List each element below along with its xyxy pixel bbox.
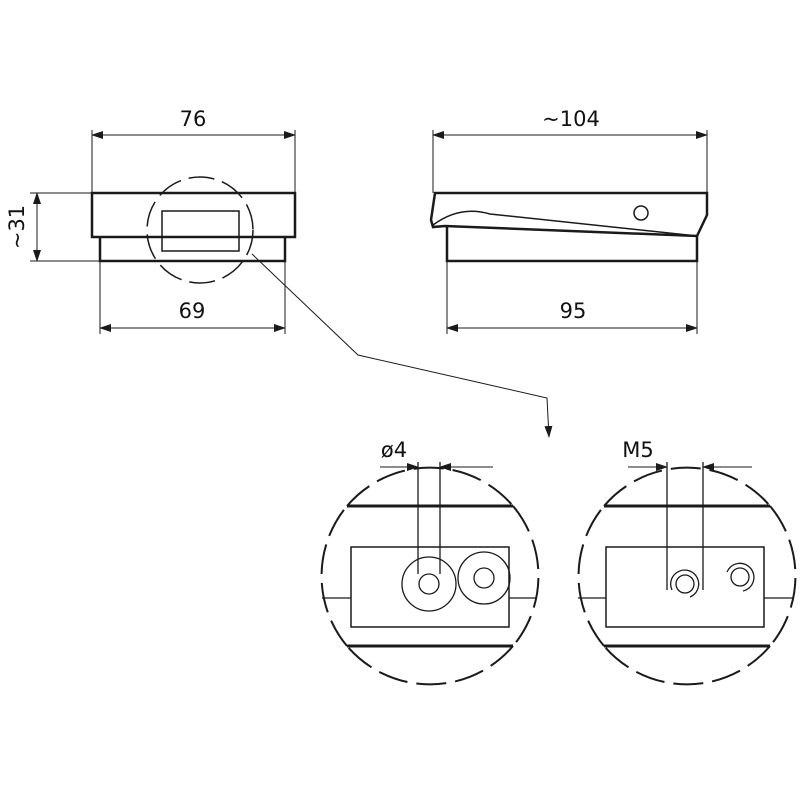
dim-label-hole-diameter: ø4 [381,438,407,462]
detail-hole-outer-circle [346,466,514,507]
side-view-upper-body [429,191,709,238]
side-view-extension-lines [432,130,708,334]
side-view [429,130,709,334]
detail-hole-right-outer [457,551,511,605]
dim-label-side-top: ~104 [542,107,600,131]
detail-view-thread [577,462,797,686]
detail-hole-left-inner [418,573,440,595]
detail-thread-right-outer [726,562,755,592]
front-view-detail-circle [146,176,254,284]
dim-label-front-height: ~31 [5,205,29,249]
detail-thread-outer-circle [603,466,771,507]
front-view-upper-body [90,191,297,239]
detail-leader-line [251,253,553,438]
dim-label-front-top: 76 [180,107,207,131]
dim-label-side-base: 95 [560,299,587,323]
front-view-base [98,237,287,263]
side-view-screw-hole [633,205,649,221]
detail-thread-left-inner [675,574,695,594]
detail-thread-right-inner [730,567,750,587]
dim-label-front-base: 69 [179,299,206,323]
detail-hole-left-outer [401,556,457,612]
detail-view-hole [320,462,540,686]
detail-thread-connector [605,546,765,628]
front-view [30,130,297,334]
front-view-connector [161,210,240,252]
dim-label-thread-size: M5 [622,438,653,462]
detail-hole-connector [350,546,510,628]
side-view-wedge [432,210,698,237]
side-view-base [445,227,699,263]
detail-thread-left-outer [670,569,700,598]
detail-hole-right-inner [473,567,495,589]
